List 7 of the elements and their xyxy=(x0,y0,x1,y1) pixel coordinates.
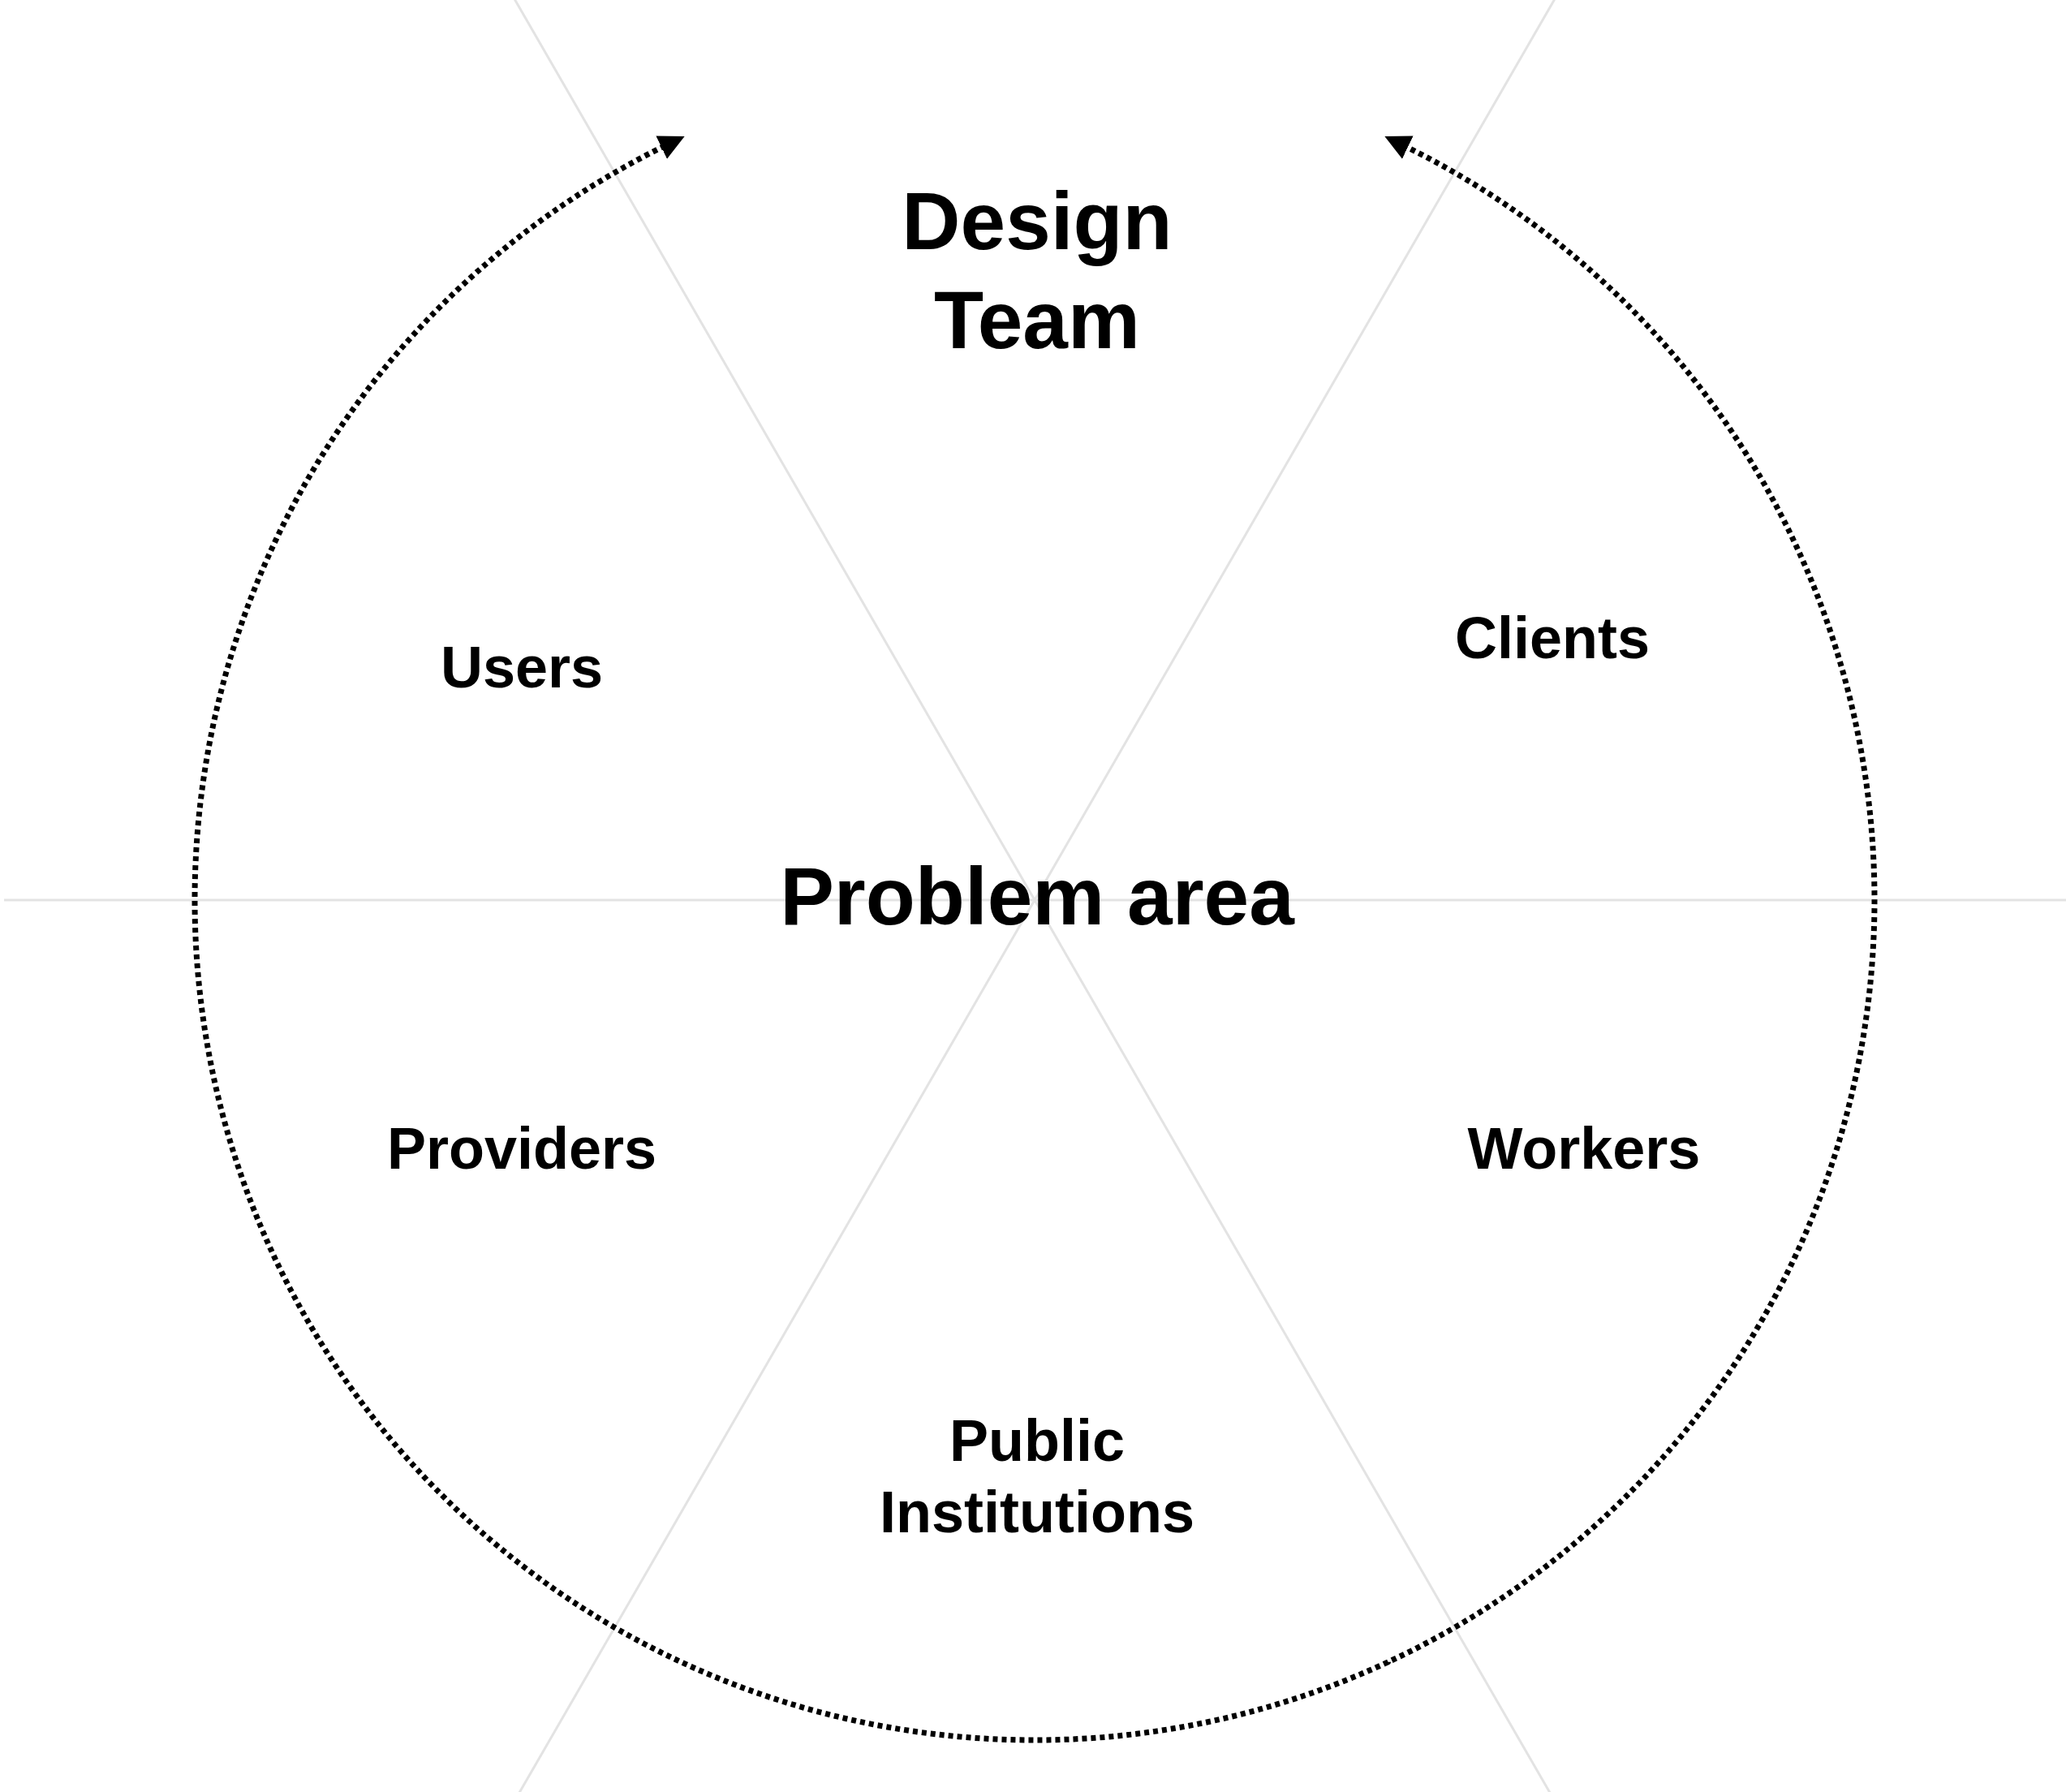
group-label: Workers xyxy=(1466,1115,1702,1183)
group-label: Providers xyxy=(385,1115,658,1183)
center-label: Problem area xyxy=(779,850,1296,943)
team-label: Design Team xyxy=(901,174,1173,367)
group-label: Users xyxy=(439,634,605,702)
group-label: Clients xyxy=(1453,605,1651,673)
group-label: Public Institutions xyxy=(879,1407,1195,1546)
